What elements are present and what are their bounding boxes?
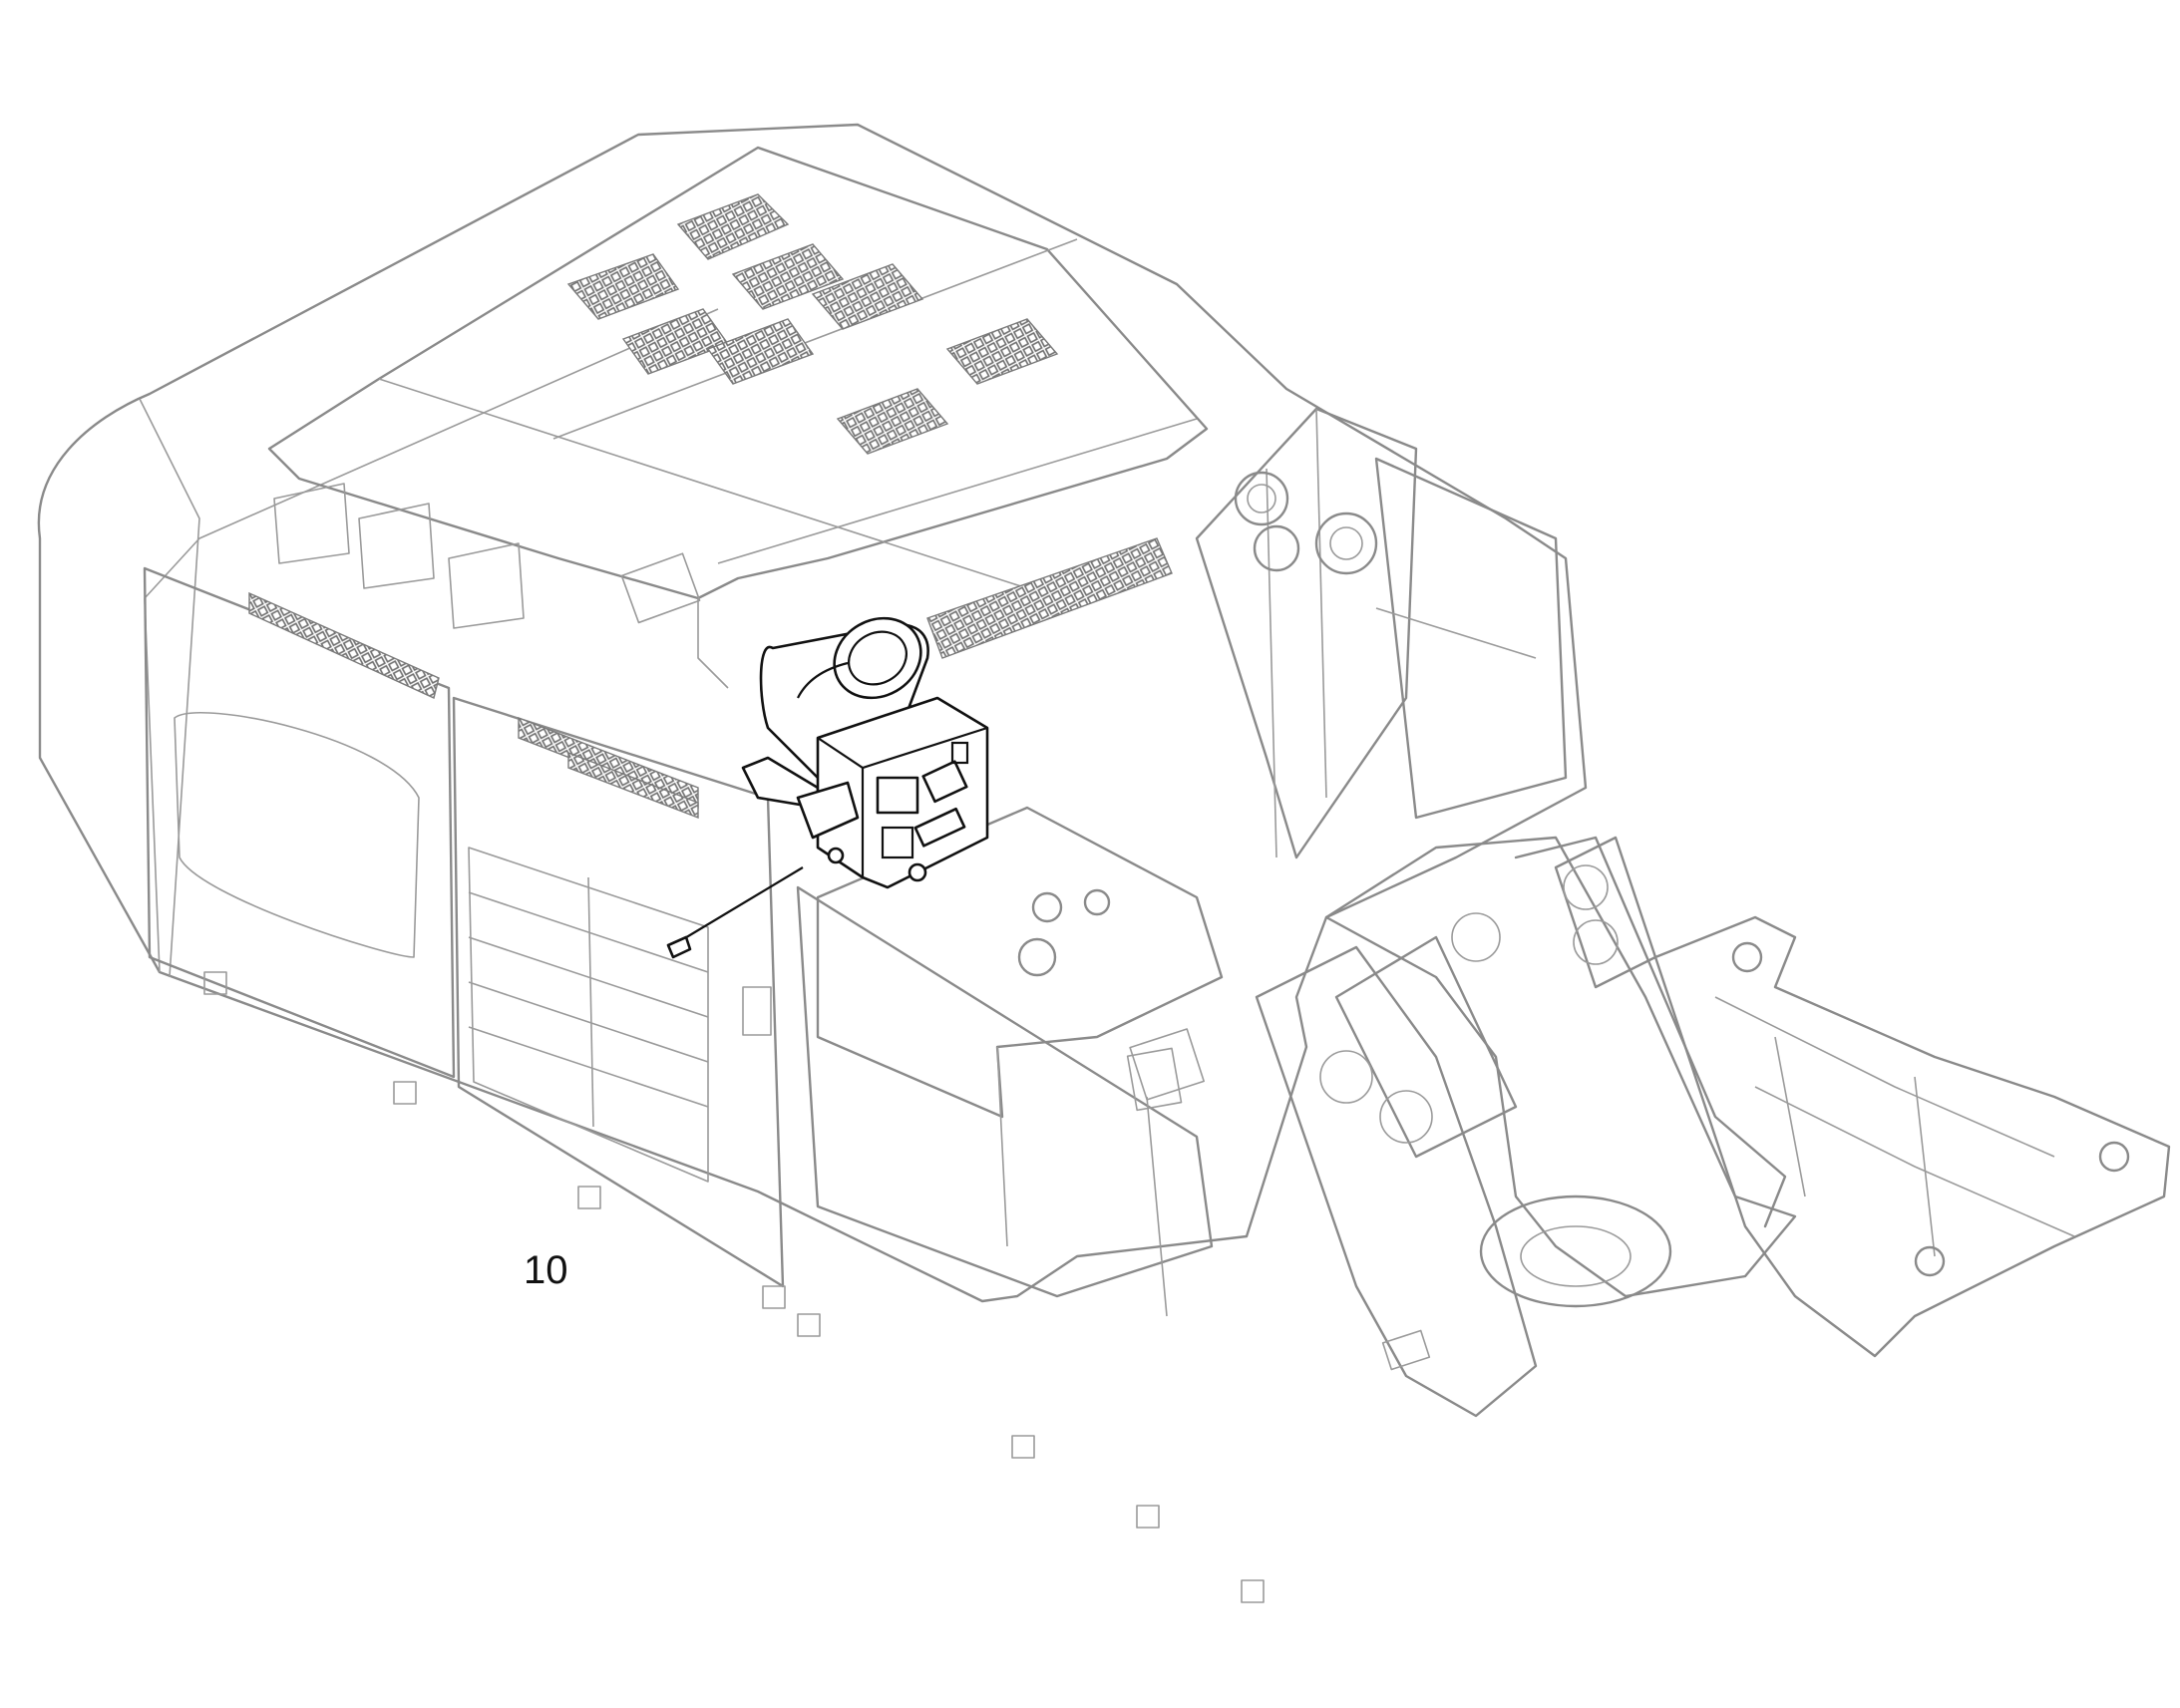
highlighted-component [666, 616, 989, 959]
access-plates [620, 552, 1183, 1112]
hood-vent-grilles [248, 193, 1173, 820]
machine-upper-frame [37, 123, 2171, 1603]
callout-label: 10 [524, 1248, 568, 1292]
